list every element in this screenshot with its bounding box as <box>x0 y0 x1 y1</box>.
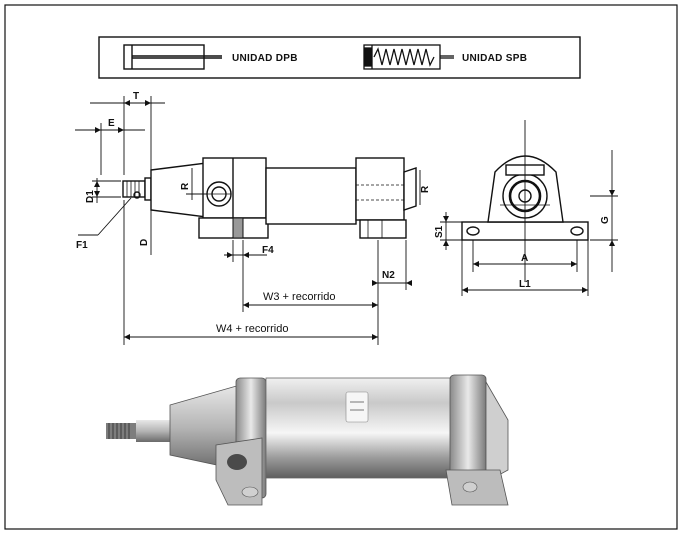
dim-label-s1: S1 <box>434 225 445 238</box>
dim-label-e: E <box>108 118 115 129</box>
dim-label-t: T <box>133 91 139 102</box>
dim-label-g: G <box>600 216 611 224</box>
dim-label-w3: W3 + recorrido <box>263 291 335 303</box>
dim-label-r-left: R <box>180 182 191 190</box>
spb-label: UNIDAD SPB <box>462 53 527 64</box>
page-frame <box>4 4 678 530</box>
dim-label-w4: W4 + recorrido <box>216 323 288 335</box>
dpb-label: UNIDAD DPB <box>232 53 298 64</box>
end-view-arrowheads <box>443 190 615 293</box>
dim-label-f1: F1 <box>76 240 88 251</box>
side-view-dimension-lines <box>75 96 421 345</box>
dim-label-n2: N2 <box>382 270 395 281</box>
dim-label-d: D <box>139 239 150 246</box>
dim-label-d1: D1 <box>85 190 96 203</box>
dim-label-f4: F4 <box>262 245 274 256</box>
cylinder-product-photo <box>106 374 509 506</box>
end-view-dimension-lines <box>440 120 618 296</box>
dim-label-r-right: R <box>420 185 431 193</box>
side-view-drawing <box>122 157 417 239</box>
dpb-symbol-icon <box>123 44 222 70</box>
dimension-arrowheads <box>94 100 412 340</box>
dim-label-l1: L1 <box>519 279 531 290</box>
unit-legend-box: UNIDAD DPB UNIDAD SPB <box>98 36 581 79</box>
spb-spring-symbol-icon <box>363 44 454 70</box>
dim-label-a: A <box>521 253 528 264</box>
